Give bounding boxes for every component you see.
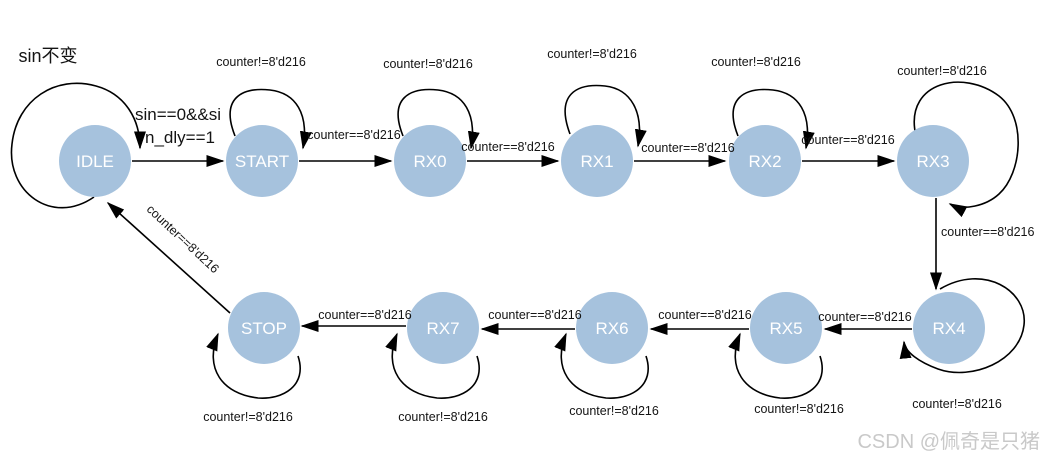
state-start: START xyxy=(226,125,298,197)
state-label-idle: IDLE xyxy=(76,152,114,171)
state-label-rx5: RX5 xyxy=(769,319,802,338)
state-rx5: RX5 xyxy=(750,292,822,364)
self-loop-start xyxy=(229,88,312,150)
state-rx6: RX6 xyxy=(576,292,648,364)
self-loop-idle xyxy=(10,82,146,209)
transition-label-rx7-stop: counter==8'd216 xyxy=(318,308,411,322)
state-label-rx6: RX6 xyxy=(595,319,628,338)
state-circle-stop xyxy=(228,292,300,364)
self-loop-rx0 xyxy=(397,88,480,150)
self-loop-label-stop: counter!=8'd216 xyxy=(203,410,293,424)
transition-label-rx5-rx6: counter==8'd216 xyxy=(658,308,751,322)
transition-label-start-rx0: counter==8'd216 xyxy=(307,128,400,142)
state-rx7: RX7 xyxy=(407,292,479,364)
transition-label-rx4-rx5: counter==8'd216 xyxy=(818,310,911,324)
self-loop-rx1 xyxy=(564,84,647,148)
transition-label-idle-start-line2: n_dly==1 xyxy=(145,128,215,147)
state-label-rx1: RX1 xyxy=(580,152,613,171)
state-label-rx4: RX4 xyxy=(932,319,965,338)
state-stop: STOP xyxy=(228,292,300,364)
self-loop-label-rx4: counter!=8'd216 xyxy=(912,397,1002,411)
transition-label-stop-idle: counter==8'd216 xyxy=(144,202,222,276)
transition-label-idle-start-line1: sin==0&&si xyxy=(135,105,221,124)
self-loop-rx2 xyxy=(732,88,815,150)
self-loop-label-rx5: counter!=8'd216 xyxy=(754,402,844,416)
state-circle-rx2 xyxy=(729,125,801,197)
transition-label-rx0-rx1: counter==8'd216 xyxy=(461,140,554,154)
state-rx0: RX0 xyxy=(394,125,466,197)
transition-label-rx3-rx4: counter==8'd216 xyxy=(941,225,1034,239)
state-rx2: RX2 xyxy=(729,125,801,197)
state-rx1: RX1 xyxy=(561,125,633,197)
state-label-rx3: RX3 xyxy=(916,152,949,171)
state-circle-rx3 xyxy=(897,125,969,197)
self-loop-label-start: counter!=8'd216 xyxy=(216,55,306,69)
states: IDLE START RX0 RX1 RX2 RX3 RX4 RX5 xyxy=(59,125,985,364)
state-label-rx2: RX2 xyxy=(748,152,781,171)
state-circle-rx6 xyxy=(576,292,648,364)
self-loop-rx6 xyxy=(554,332,649,399)
self-loop-label-idle: sin不变 xyxy=(18,46,77,66)
self-loop-label-rx7: counter!=8'd216 xyxy=(398,410,488,424)
state-label-rx7: RX7 xyxy=(426,319,459,338)
self-loop-label-rx2: counter!=8'd216 xyxy=(711,55,801,69)
self-loop-label-rx1: counter!=8'd216 xyxy=(547,47,637,61)
self-loop-rx5 xyxy=(728,332,823,399)
self-loop-rx3 xyxy=(913,81,1019,218)
self-loop-rx7 xyxy=(385,332,480,399)
state-circle-rx7 xyxy=(407,292,479,364)
state-circle-rx1 xyxy=(561,125,633,197)
transitions xyxy=(106,155,942,335)
self-loop-labels: sin不变 counter!=8'd216 counter!=8'd216 co… xyxy=(18,46,1001,424)
state-circle-rx4 xyxy=(913,292,985,364)
self-loops xyxy=(10,81,1025,399)
self-loop-rx4 xyxy=(899,278,1025,374)
transition-label-rx6-rx7: counter==8'd216 xyxy=(488,308,581,322)
self-loop-label-rx6: counter!=8'd216 xyxy=(569,404,659,418)
state-label-start: START xyxy=(235,152,289,171)
state-idle: IDLE xyxy=(59,125,131,197)
state-rx4: RX4 xyxy=(913,292,985,364)
state-circle-idle xyxy=(59,125,131,197)
transition-label-rx2-rx3: counter==8'd216 xyxy=(801,133,894,147)
self-loop-stop xyxy=(206,332,301,399)
csdn-watermark: CSDN @佩奇是只猪 xyxy=(857,430,1040,453)
self-loop-label-rx0: counter!=8'd216 xyxy=(383,57,473,71)
state-label-rx0: RX0 xyxy=(413,152,446,171)
state-circle-start xyxy=(226,125,298,197)
self-loop-label-rx3: counter!=8'd216 xyxy=(897,64,987,78)
state-circle-rx5 xyxy=(750,292,822,364)
transition-label-rx1-rx2: counter==8'd216 xyxy=(641,141,734,155)
state-label-stop: STOP xyxy=(241,319,287,338)
state-rx3: RX3 xyxy=(897,125,969,197)
state-circle-rx0 xyxy=(394,125,466,197)
transition-stop-idle xyxy=(106,201,231,314)
